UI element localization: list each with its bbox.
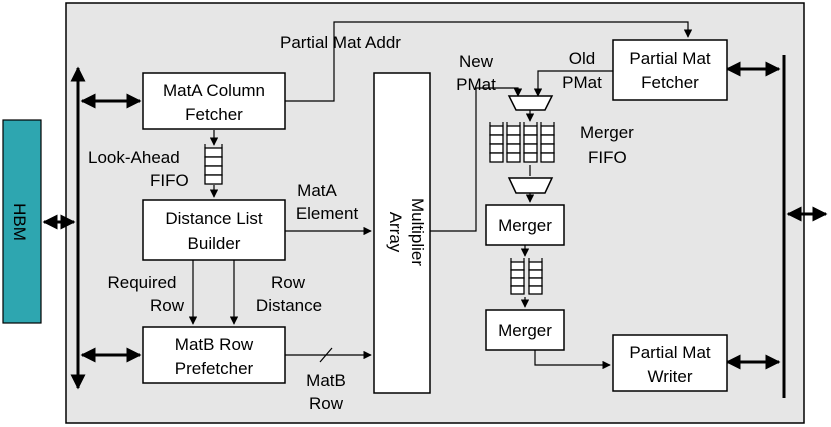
fifo-cell: [523, 125, 538, 136]
fifo-cell: [506, 143, 521, 154]
mata-column-fetcher: MatA Column Fetcher: [142, 72, 286, 130]
old-pmat-label-1: Old: [569, 49, 595, 68]
distance-list-builder: Distance List Builder: [142, 199, 286, 261]
required-row-label-1: Required: [108, 273, 177, 292]
matb-row-label-2: Row: [309, 394, 344, 413]
merger-fifo-small: [510, 258, 543, 295]
fifo-cell: [540, 125, 555, 136]
svg-text:Multiplier: Multiplier: [408, 198, 427, 266]
svg-text:Array: Array: [386, 212, 405, 253]
fifo-cell: [523, 143, 538, 154]
bus-width-slash: [319, 347, 333, 363]
new-pmat-label-2: PMat: [456, 75, 496, 94]
fifo-cell: [489, 152, 504, 163]
fifo-cell: [540, 152, 555, 163]
multiplier-array: Multiplier Array: [373, 72, 431, 394]
merger-fifo-label-1: Merger: [580, 123, 634, 142]
svg-text:MatB Row: MatB Row: [175, 335, 254, 354]
mata-element-label-2: Element: [296, 204, 359, 223]
fifo-cell: [506, 152, 521, 163]
svg-text:Partial Mat: Partial Mat: [629, 49, 711, 68]
fifo-cell: [489, 134, 504, 145]
fifo-cell: [528, 285, 543, 295]
lookahead-label-2: FIFO: [150, 171, 189, 190]
partial-mat-addr-arrow: [285, 21, 693, 102]
fifo-cell: [489, 125, 504, 136]
partial-mat-addr-label: Partial Mat Addr: [280, 33, 401, 52]
svg-text:Writer: Writer: [647, 367, 692, 386]
lookahead-fifo: [204, 144, 223, 185]
mux-bottom: [507, 177, 554, 194]
new-pmat-label-1: New: [459, 52, 494, 71]
svg-text:Builder: Builder: [188, 234, 241, 253]
svg-text:MatA Column: MatA Column: [163, 81, 265, 100]
required-row-label-2: Row: [150, 296, 185, 315]
matb-row-label-1: MatB: [306, 371, 346, 390]
merger-1: Merger: [485, 204, 565, 246]
fifo-cell: [510, 277, 525, 287]
svg-text:Partial Mat: Partial Mat: [629, 343, 711, 362]
svg-text:Prefetcher: Prefetcher: [175, 359, 254, 378]
partial-mat-fetcher: Partial Mat Fetcher: [612, 39, 728, 101]
svg-text:Distance List: Distance List: [165, 209, 263, 228]
fifo-cell: [528, 269, 543, 279]
merger2-to-writer-arrow: [534, 350, 611, 370]
row-distance-label-2: Distance: [256, 296, 322, 315]
matb-row-prefetcher: MatB Row Prefetcher: [142, 326, 286, 384]
mata-element-label-1: MatA: [297, 181, 337, 200]
merger-fifo-label-2: FIFO: [588, 148, 627, 167]
fifo-cell: [523, 134, 538, 145]
hbm-label: HBM: [10, 203, 29, 241]
partial-mat-writer: Partial Mat Writer: [612, 334, 728, 392]
new-pmat-arrow: [430, 87, 523, 232]
lookahead-label-1: Look-Ahead: [88, 148, 180, 167]
fifo-cell: [506, 125, 521, 136]
merger-fifo-bank: [489, 122, 555, 163]
fifo-cell: [510, 285, 525, 295]
fifo-cell: [523, 152, 538, 163]
fifo-cell: [506, 134, 521, 145]
svg-text:Fetcher: Fetcher: [641, 73, 699, 92]
fifo-cell: [510, 261, 525, 271]
fifo-cell: [540, 143, 555, 154]
demux-top: [507, 95, 554, 111]
row-distance-label-1: Row: [271, 273, 306, 292]
merger-2: Merger: [485, 309, 565, 351]
fifo-cell: [528, 261, 543, 271]
old-pmat-label-2: PMat: [562, 73, 602, 92]
svg-text:Merger: Merger: [498, 321, 552, 340]
svg-text:Fetcher: Fetcher: [185, 105, 243, 124]
fifo-cell: [528, 277, 543, 287]
hbm-block: HBM: [2, 119, 42, 324]
fifo-cell: [489, 143, 504, 154]
svg-text:Merger: Merger: [498, 216, 552, 235]
fifo-cell: [510, 269, 525, 279]
fifo-cell: [540, 134, 555, 145]
old-pmat-arrow: [533, 70, 613, 97]
